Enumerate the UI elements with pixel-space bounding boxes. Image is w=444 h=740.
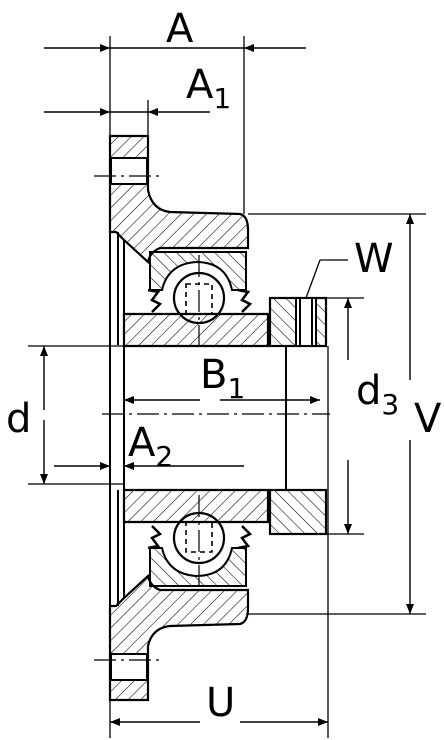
housing-flange: [108, 134, 250, 702]
label-B1: B1: [200, 352, 245, 405]
label-U: U: [206, 680, 235, 726]
seals: [147, 288, 253, 550]
center-lines: [94, 175, 330, 661]
dimension-labels: A A1 W B1 d d3 V A2 U: [6, 6, 442, 726]
label-d3: d3: [356, 368, 399, 421]
dimension-lines: [40, 44, 414, 726]
inner-ring: [122, 312, 270, 524]
label-A2: A2: [128, 420, 173, 473]
label-d: d: [6, 396, 31, 442]
grub-screw: [295, 297, 317, 347]
housing-wall: [109, 232, 125, 606]
label-A1: A1: [186, 62, 231, 115]
label-W: W: [354, 236, 394, 282]
flange-bolt-holes: [110, 157, 148, 681]
label-A: A: [166, 6, 194, 52]
outer-ring: [149, 251, 247, 587]
label-V: V: [414, 396, 442, 442]
